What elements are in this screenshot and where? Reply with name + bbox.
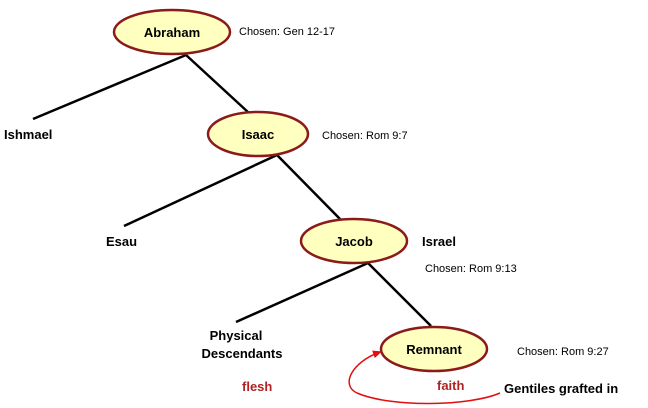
node-abraham-label: Abraham bbox=[144, 25, 200, 40]
label-physical-line1: Physical bbox=[210, 328, 263, 343]
node-remnant-label: Remnant bbox=[406, 342, 462, 357]
edge-isaac-jacob bbox=[276, 154, 341, 220]
edge-abraham-ishmael bbox=[32, 53, 187, 121]
node-isaac: Isaac bbox=[206, 110, 310, 158]
edge-jacob-remnant bbox=[367, 262, 432, 327]
label-gentiles: Gentiles grafted in bbox=[504, 381, 618, 396]
note-jacob: Chosen: Rom 9:13 bbox=[425, 263, 517, 275]
label-israel: Israel bbox=[422, 234, 456, 249]
node-abraham: Abraham bbox=[112, 8, 232, 56]
node-abraham-ellipse bbox=[112, 8, 232, 56]
label-flesh: flesh bbox=[242, 379, 272, 394]
node-jacob-ellipse bbox=[299, 217, 409, 265]
connector-lines bbox=[32, 53, 432, 327]
label-ishmael: Ishmael bbox=[4, 127, 52, 142]
note-abraham: Chosen: Gen 12-17 bbox=[239, 26, 335, 38]
edge-jacob-physical bbox=[235, 261, 369, 324]
node-jacob-label: Jacob bbox=[335, 234, 373, 249]
node-isaac-label: Isaac bbox=[242, 127, 275, 142]
edge-abraham-isaac bbox=[185, 54, 250, 114]
node-jacob: Jacob bbox=[299, 217, 409, 265]
label-faith: faith bbox=[437, 378, 465, 393]
note-remnant: Chosen: Rom 9:27 bbox=[517, 346, 609, 358]
label-physical-line2: Descendants bbox=[202, 346, 283, 361]
node-isaac-ellipse bbox=[206, 110, 310, 158]
edge-isaac-esau bbox=[123, 153, 278, 228]
graft-arrow bbox=[348, 350, 501, 405]
node-remnant-ellipse bbox=[379, 325, 489, 373]
node-remnant: Remnant bbox=[379, 325, 489, 373]
note-isaac: Chosen: Rom 9:7 bbox=[322, 130, 408, 142]
label-esau: Esau bbox=[106, 234, 137, 249]
